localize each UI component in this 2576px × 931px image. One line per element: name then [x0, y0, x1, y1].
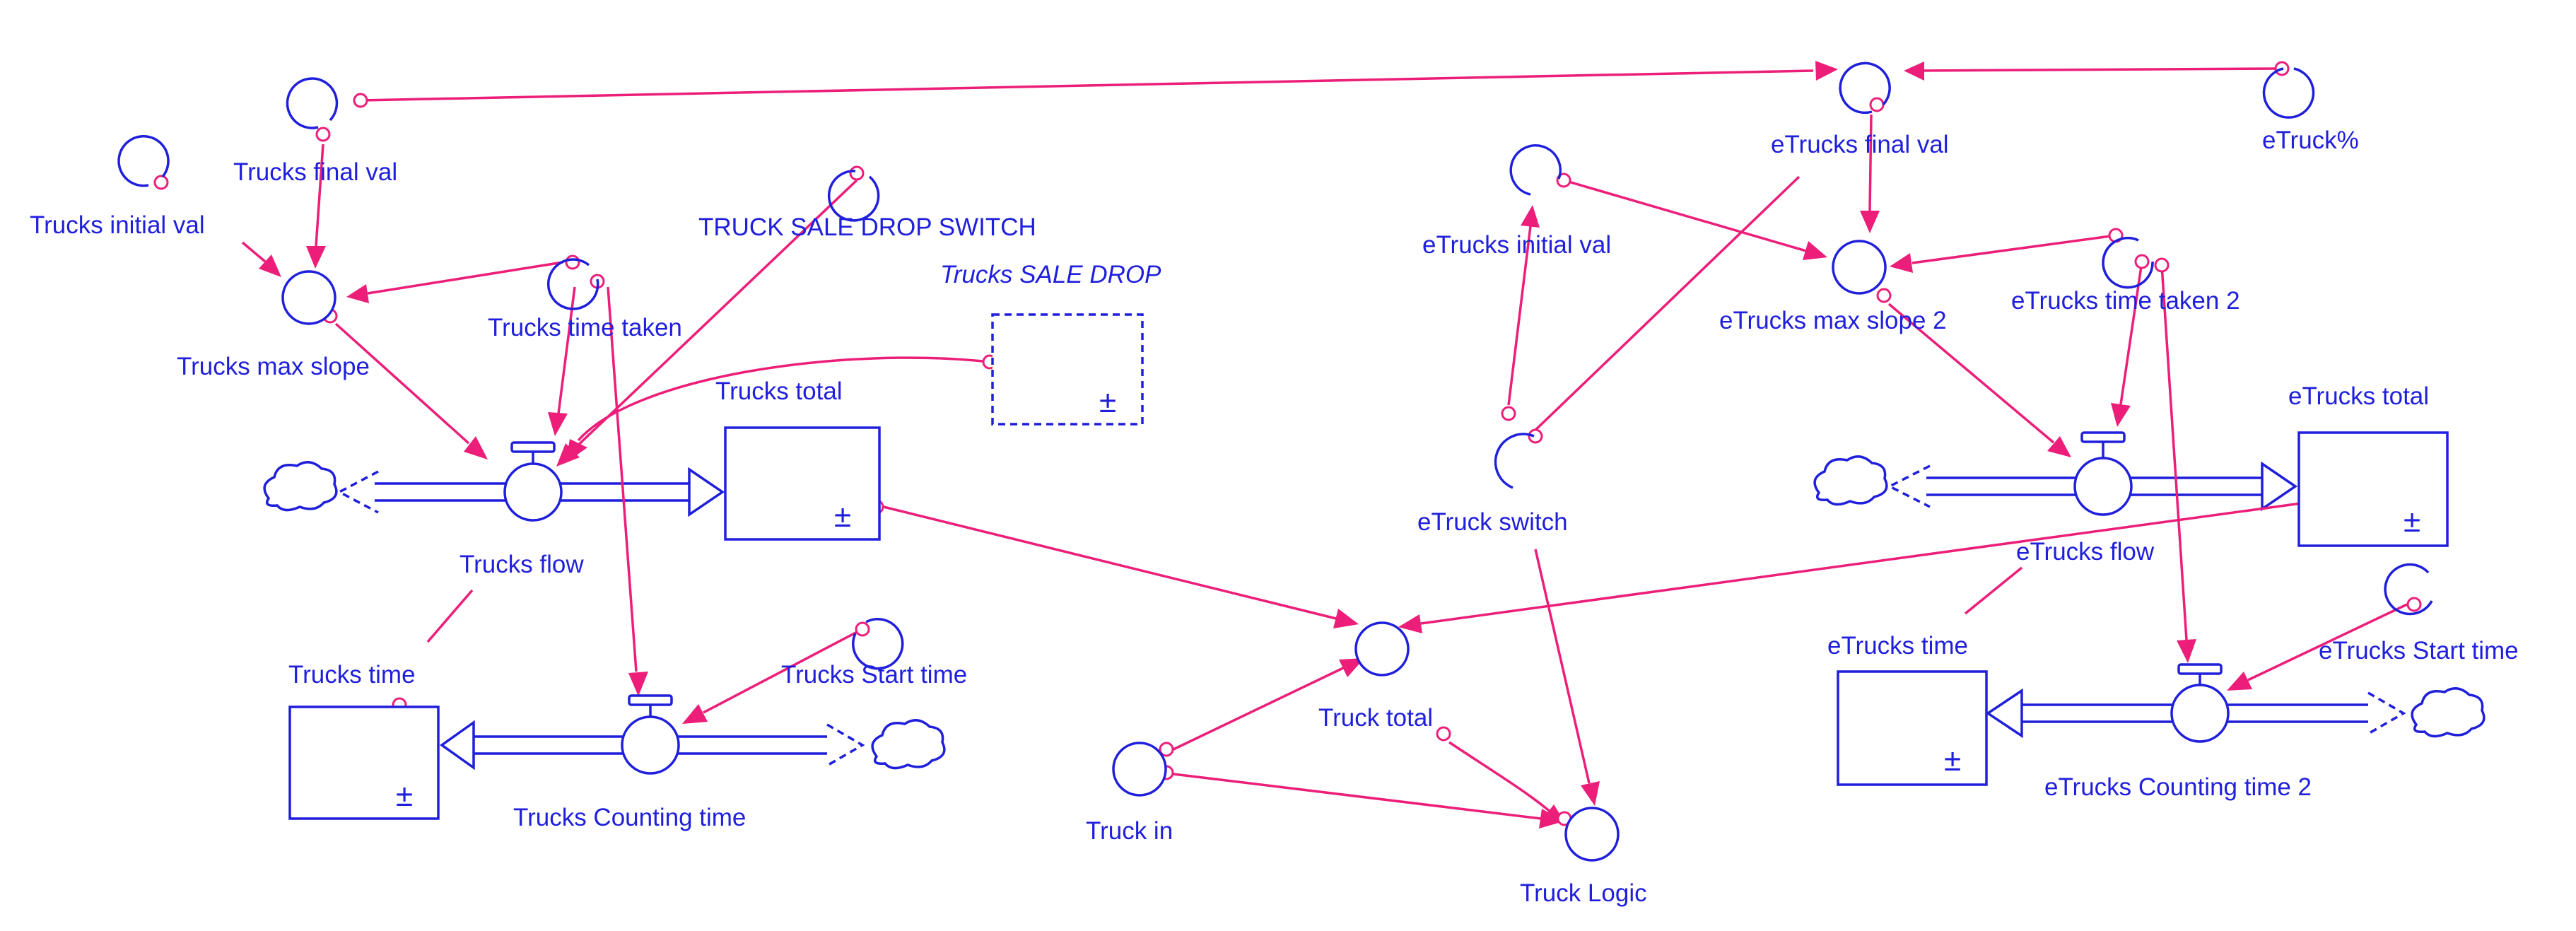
label-etrucks-max-slope-2: eTrucks max slope 2 — [1719, 307, 1947, 334]
trucks-max-slope-node — [281, 270, 336, 325]
label-trucks-total: Trucks total — [715, 377, 843, 405]
label-trucks-final-val: Trucks final val — [233, 158, 397, 186]
label-truck-total: Truck total — [1318, 704, 1433, 732]
label-truck-in: Truck in — [1086, 817, 1173, 845]
truck-total-node — [1354, 621, 1410, 677]
etrucks-total-stock[interactable]: ± — [2297, 431, 2449, 547]
truck-in-node — [1112, 742, 1167, 797]
etrucks-counting-valve[interactable] — [2170, 663, 2230, 743]
connectors — [241, 61, 2408, 828]
shadow-variables — [117, 62, 2433, 670]
trucks-flow-valve[interactable] — [503, 441, 563, 522]
stock-symbol: ± — [1944, 743, 1961, 778]
label-etrucks-counting-time-2: eTrucks Counting time 2 — [2044, 773, 2312, 801]
label-etrucks-total: eTrucks total — [2288, 382, 2429, 410]
stock-symbol: ± — [1099, 385, 1116, 419]
label-trucks-start-time: Trucks Start time — [781, 661, 967, 689]
trucks-time-stock[interactable]: ± — [288, 705, 440, 820]
label-trucks-sale-drop: Trucks SALE DROP — [940, 261, 1161, 288]
label-trucks-time-taken: Trucks time taken — [488, 314, 682, 341]
label-etrucks-time-taken-2: eTrucks time taken 2 — [2011, 287, 2240, 315]
label-trucks-max-slope: Trucks max slope — [177, 353, 370, 380]
connector-tails — [153, 61, 2422, 826]
label-etrucks-time: eTrucks time — [1827, 632, 1968, 660]
cloud-icon — [871, 719, 946, 770]
cloud-icon — [2411, 687, 2486, 738]
label-trucks-counting-time: Trucks Counting time — [513, 804, 746, 831]
trucks-total-stock[interactable]: ± — [724, 426, 881, 541]
label-etrucks-flow: eTrucks flow — [2016, 538, 2155, 566]
label-trucks-flow: Trucks flow — [459, 551, 584, 578]
stock-symbol: ± — [2404, 504, 2420, 539]
etrucks-flow-valve[interactable] — [2073, 431, 2133, 516]
label-etrucks-start-time: eTrucks Start time — [2319, 637, 2519, 664]
cloud-icon — [263, 461, 338, 512]
etrucks-max-slope-2-node — [1832, 240, 1887, 295]
stock-symbol: ± — [834, 499, 851, 534]
label-trucks-time: Trucks time — [288, 661, 416, 689]
label-trucks-initial-val: Trucks initial val — [30, 211, 205, 239]
label-etruck-switch: eTruck switch — [1417, 508, 1568, 536]
labels: Trucks final val Trucks initial val TRUC… — [30, 127, 2519, 907]
label-etrucks-initial-val: eTrucks initial val — [1422, 231, 1611, 259]
trucks-sale-drop-stock[interactable]: ± — [991, 313, 1144, 426]
truck-logic-node — [1564, 807, 1620, 862]
label-etrucks-final-val: eTrucks final val — [1771, 131, 1949, 158]
etrucks-time-stock[interactable]: ± — [1837, 670, 1988, 786]
label-truck-logic: Truck Logic — [1520, 879, 1647, 907]
label-etruck-pct: eTruck% — [2262, 127, 2359, 154]
cloud-icon — [1813, 455, 1888, 506]
label-truck-sale-drop-switch: TRUCK SALE DROP SWITCH — [698, 213, 1036, 241]
trucks-counting-valve[interactable] — [621, 694, 680, 775]
auxiliary-nodes — [281, 240, 1887, 862]
stock-symbol: ± — [396, 778, 413, 813]
